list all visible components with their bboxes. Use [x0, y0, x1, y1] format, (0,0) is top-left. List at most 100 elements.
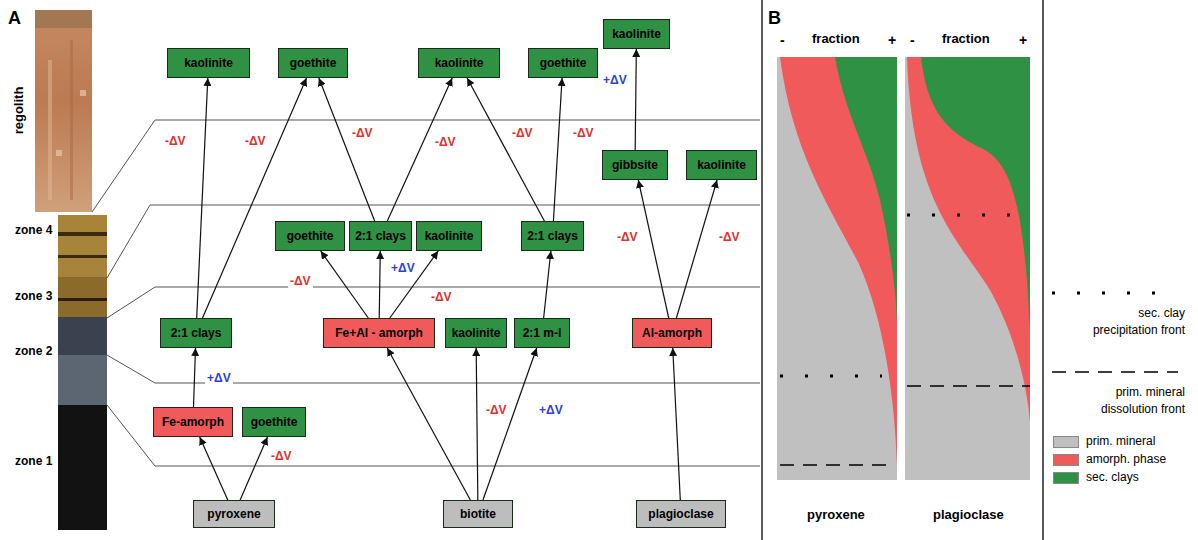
zone-boundary	[107, 205, 760, 278]
precipitation-front	[780, 375, 882, 378]
dissolution-front	[780, 464, 895, 466]
amorphous-box: Fe+Al - amorph	[323, 318, 435, 348]
pyroxene-fraction-plot	[777, 57, 897, 480]
reaction-arrow	[483, 348, 537, 500]
reaction-arrow	[319, 78, 375, 221]
panel-letter: A	[8, 8, 21, 29]
zone-label: zone 3	[15, 290, 52, 304]
clay-box: 2:1 clays	[349, 221, 412, 251]
plagioclase-fraction-plot	[905, 57, 1030, 480]
legend-dotted-sample	[1052, 292, 1160, 295]
clay-area	[835, 57, 897, 322]
node-label: 2:1 clays	[171, 326, 222, 340]
clay-box: kaolinite	[167, 48, 250, 78]
volume-change-label: +ΔV	[389, 261, 417, 275]
zone-boundaries	[92, 120, 760, 466]
zone-boundary	[92, 120, 760, 212]
panel-divider	[761, 0, 763, 540]
volume-change-label: -ΔV	[433, 135, 458, 149]
node-label: kaolinite	[425, 229, 474, 243]
mineral-box: biotite	[443, 500, 513, 528]
volume-change-label: -ΔV	[571, 126, 596, 140]
reaction-arrow	[676, 180, 717, 318]
mineral-box: plagioclase	[636, 500, 726, 528]
zone-label: zone 1	[15, 455, 52, 469]
clay-box: kaolinite	[416, 221, 482, 251]
zone-label: zone 2	[15, 345, 52, 359]
node-label: kaolinite	[184, 56, 233, 70]
reaction-arrow	[194, 348, 196, 407]
photo-spot	[80, 90, 86, 96]
reaction-arrow	[200, 437, 228, 500]
photo-streak	[48, 60, 52, 200]
volume-change-label: -ΔV	[163, 134, 188, 148]
zone-boundary	[107, 405, 760, 466]
node-label: Fe-amorph	[162, 415, 224, 429]
clay-box: goethite	[528, 48, 598, 78]
photo-spot	[56, 150, 62, 156]
reaction-arrow	[197, 78, 208, 318]
axis-sign: -	[780, 32, 785, 48]
axis-sign: +	[1019, 32, 1027, 48]
legend-text: amorph. phase	[1086, 451, 1166, 468]
volume-change-label: +ΔV	[537, 403, 565, 417]
node-label: goethite	[251, 415, 298, 429]
core-zone1	[58, 405, 107, 530]
axis-label: fraction	[812, 32, 860, 47]
legend-text: sec. clay precipitation front	[1075, 305, 1185, 339]
clay-box: gibbsite	[602, 150, 668, 180]
reaction-arrow	[387, 348, 470, 500]
core-crack	[58, 298, 107, 301]
plot-label: plagioclase	[933, 508, 1004, 523]
node-label: biotite	[460, 507, 496, 521]
legend-swatch	[1053, 436, 1079, 448]
regolith-photo-ground	[35, 10, 92, 212]
zone-label: zone 4	[15, 224, 52, 238]
reaction-arrow	[240, 437, 267, 500]
node-label: goethite	[287, 229, 334, 243]
core-ground	[58, 215, 107, 530]
primary-mineral-area	[777, 57, 897, 480]
photo-streak	[70, 40, 73, 200]
dissolution-front	[907, 385, 1030, 387]
amorphous-area	[780, 57, 897, 466]
volume-change-label: -ΔV	[243, 134, 268, 148]
node-label: kaolinite	[452, 326, 501, 340]
plot-label: pyroxene	[807, 508, 865, 523]
clay-box: goethite	[242, 407, 306, 437]
section-label: regolith	[12, 87, 27, 135]
node-label: 2:1 m-l	[523, 326, 562, 340]
reaction-arrow	[387, 78, 452, 221]
node-label: kaolinite	[612, 27, 661, 41]
node-label: kaolinite	[435, 56, 484, 70]
reaction-arrow	[638, 180, 668, 318]
node-label: goethite	[290, 56, 337, 70]
clay-box: 2:1 clays	[160, 318, 232, 348]
clay-box: kaolinite	[686, 150, 757, 180]
reaction-arrow	[635, 49, 636, 150]
node-label: goethite	[540, 56, 587, 70]
core-zone3	[58, 277, 107, 317]
volume-change-label: -ΔV	[484, 403, 509, 417]
photo-streak	[35, 10, 92, 28]
volume-change-label: -ΔV	[510, 126, 535, 140]
regolith-photo	[35, 10, 92, 212]
axis-sign: +	[888, 32, 896, 48]
node-label: 2:1 clays	[527, 229, 578, 243]
primary-mineral-area	[905, 57, 1030, 480]
axis-sign: -	[910, 32, 915, 48]
reaction-arrow	[467, 78, 544, 221]
legend-text: sec. clays	[1086, 469, 1139, 486]
volume-change-label: -ΔV	[269, 449, 294, 463]
node-label: Al-amorph	[642, 326, 702, 340]
legend-dashed-sample	[1052, 371, 1178, 373]
node-label: pyroxene	[207, 507, 260, 521]
volume-change-label: +ΔV	[601, 73, 629, 87]
clay-box: kaolinite	[603, 19, 670, 49]
reaction-arrow	[553, 78, 562, 221]
volume-change-label: -ΔV	[615, 230, 640, 244]
amorphous-box: Al-amorph	[632, 318, 712, 348]
volume-change-label: -ΔV	[717, 230, 742, 244]
